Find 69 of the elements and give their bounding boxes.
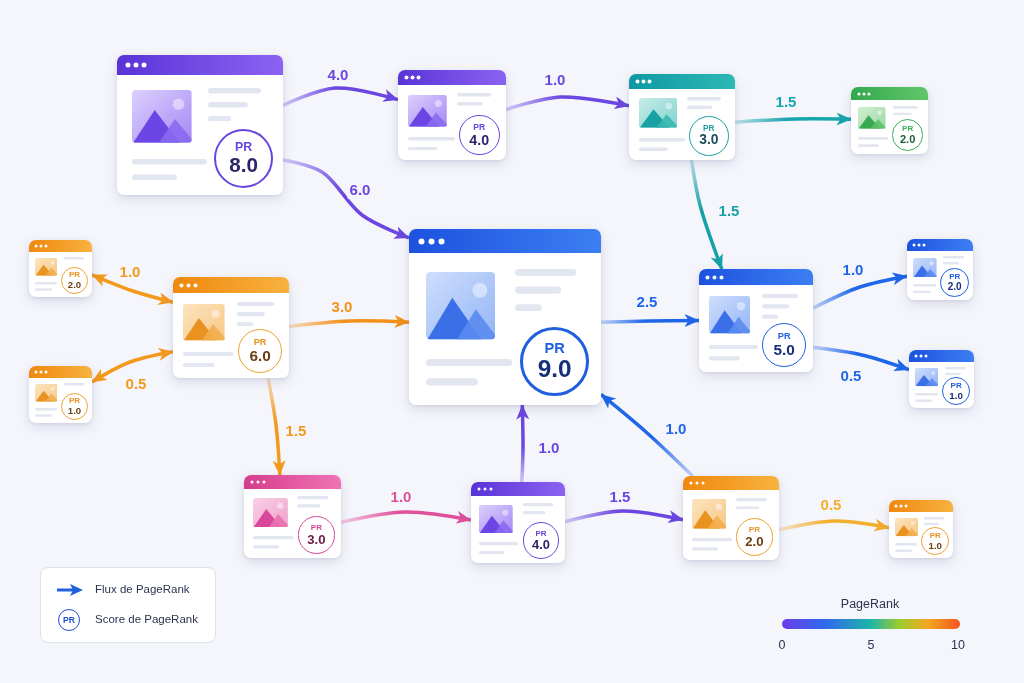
badge-label: PR bbox=[310, 524, 322, 533]
arrow bbox=[812, 272, 908, 310]
pr-score: 3.0 bbox=[699, 133, 719, 148]
arrow bbox=[288, 315, 410, 329]
arrow bbox=[689, 159, 724, 270]
arrow bbox=[340, 510, 472, 524]
pr-score: 1.0 bbox=[949, 390, 963, 401]
webpage-window bbox=[851, 87, 928, 154]
badge-label: PR bbox=[777, 332, 791, 342]
webpage-window bbox=[909, 350, 974, 408]
webpage-window bbox=[29, 240, 92, 297]
scale-tick-label: 0 bbox=[778, 637, 786, 653]
pr-score: 1.0 bbox=[67, 405, 82, 416]
badge-label: PR bbox=[544, 341, 565, 356]
pr-score: 8.0 bbox=[229, 154, 258, 176]
arrow bbox=[282, 86, 399, 107]
webpage-window bbox=[173, 277, 289, 378]
webpage-window bbox=[398, 70, 506, 160]
arrow bbox=[266, 377, 286, 476]
badge-label: PR bbox=[950, 382, 962, 390]
badge-label: PR bbox=[929, 532, 941, 541]
pr-score: 2.0 bbox=[947, 281, 962, 292]
webpage-window bbox=[907, 239, 973, 300]
webpage-window bbox=[409, 229, 601, 405]
webpage-window bbox=[29, 366, 92, 423]
pr-score: 9.0 bbox=[537, 357, 572, 382]
badge-label: PR bbox=[535, 529, 547, 538]
badge-label: PR bbox=[703, 124, 715, 133]
scale-tick-label: 10 bbox=[951, 637, 965, 653]
webpage-window bbox=[471, 482, 565, 563]
pr-score: 1.0 bbox=[928, 540, 942, 551]
arrow bbox=[282, 158, 410, 240]
legend-label: Flux de PageRank bbox=[95, 583, 190, 597]
webpage-window bbox=[699, 269, 813, 372]
badge-label: PR bbox=[748, 526, 760, 535]
arrow bbox=[564, 509, 684, 524]
arrow bbox=[599, 393, 694, 478]
arrow bbox=[734, 112, 852, 126]
badge-label: PR bbox=[63, 615, 75, 625]
scale-tick-label: 5 bbox=[867, 637, 875, 653]
legend-label: Score de PageRank bbox=[95, 613, 198, 627]
badge-label: PR bbox=[949, 273, 961, 282]
arrow bbox=[505, 95, 630, 112]
double-arrow bbox=[91, 347, 174, 384]
badge-label: PR bbox=[902, 125, 914, 134]
double-arrow bbox=[91, 273, 174, 305]
scale-title: PageRank bbox=[840, 596, 900, 612]
pr-score: 5.0 bbox=[773, 342, 795, 358]
pr-score: 6.0 bbox=[249, 348, 271, 364]
webpage-window bbox=[244, 475, 341, 558]
badge-label: PR bbox=[234, 141, 253, 154]
webpage-window bbox=[889, 500, 953, 558]
pr-score: 2.0 bbox=[745, 534, 764, 548]
arrow bbox=[600, 314, 700, 328]
webpage-window bbox=[117, 55, 283, 195]
arrow bbox=[516, 404, 530, 483]
pr-score: 2.0 bbox=[67, 279, 82, 290]
pr-score: 4.0 bbox=[532, 538, 550, 552]
arrow bbox=[778, 518, 890, 532]
pr-score: 2.0 bbox=[899, 133, 916, 145]
webpage-window bbox=[629, 74, 735, 160]
webpage-window bbox=[683, 476, 779, 560]
badge-label: PR bbox=[473, 123, 486, 132]
arrow bbox=[812, 345, 910, 372]
badge-label: PR bbox=[68, 271, 81, 280]
badge-label: PR bbox=[253, 338, 267, 348]
pr-score: 4.0 bbox=[469, 132, 490, 147]
pr-score: 3.0 bbox=[307, 532, 326, 546]
badge-label: PR bbox=[68, 397, 81, 406]
